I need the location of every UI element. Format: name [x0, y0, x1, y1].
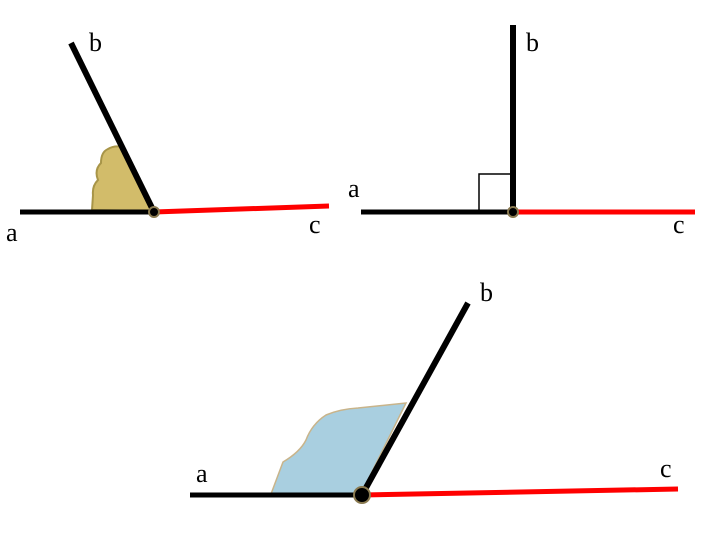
right-label-a: a: [348, 174, 360, 203]
acute-ray-bc: [153, 203, 330, 215]
obtuse-ray-bb: [359, 301, 471, 497]
acute-label-c: c: [309, 210, 321, 239]
acute-angle-fill: [90, 145, 154, 213]
right-angle-diagram: b a c: [348, 25, 695, 239]
obtuse-label-a: a: [196, 459, 208, 488]
right-vertex-point: [507, 206, 519, 218]
acute-label-b: b: [89, 28, 102, 57]
obtuse-ray-bc: [361, 486, 679, 498]
obtuse-label-c: c: [660, 454, 672, 483]
obtuse-angle-diagram: b a c: [190, 278, 679, 504]
acute-vertex-point: [148, 206, 160, 218]
right-angle-marker: [478, 173, 511, 210]
acute-ray-bb: [68, 41, 157, 214]
right-label-b: b: [526, 28, 539, 57]
acute-angle-diagram: b a c: [6, 28, 330, 247]
obtuse-vertex-point: [353, 486, 371, 504]
right-label-c: c: [673, 210, 685, 239]
obtuse-label-b: b: [480, 278, 493, 307]
acute-label-a: a: [6, 218, 18, 247]
